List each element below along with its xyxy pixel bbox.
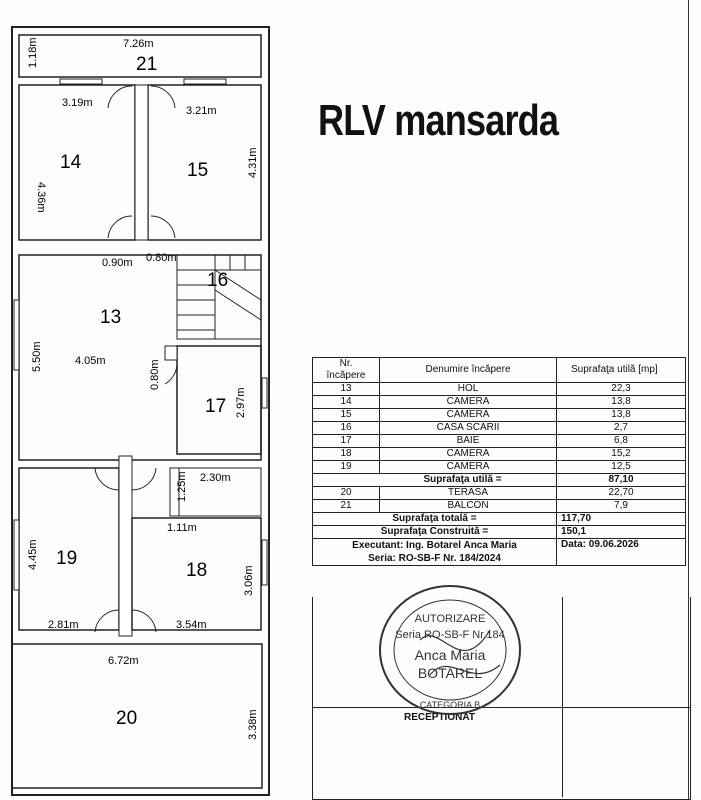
area-table: Nr.încăpere Denumire încăpere Suprafaţa … xyxy=(312,357,686,566)
dimension-label: 3.38m xyxy=(247,709,259,740)
table-row: Suprafaţa utilă = 87,10 xyxy=(312,473,686,487)
cell-area: 13,8 xyxy=(556,395,686,409)
util-value: 87,10 xyxy=(556,473,686,487)
cell-area: 6,8 xyxy=(556,434,686,448)
stamp-line: AUTORIZARE xyxy=(415,613,486,625)
dimension-label: 4.45m xyxy=(27,539,39,570)
cell-name: CAMERA xyxy=(379,460,557,474)
dimension-label: 4.05m xyxy=(75,355,106,367)
dimension-label: 3.19m xyxy=(62,97,93,109)
cell-area: 22,70 xyxy=(556,486,686,500)
dimension-label: 5.50m xyxy=(31,341,43,372)
dimension-label: 3.21m xyxy=(186,105,217,117)
dimension-label: 1.11m xyxy=(167,522,197,534)
cell-area: 7,9 xyxy=(556,499,686,513)
total-label: Suprafaţa totală = xyxy=(312,512,557,526)
cell-area: 13,8 xyxy=(556,408,686,422)
room-18-label: 18 xyxy=(186,560,207,581)
cell-nr: 18 xyxy=(312,447,380,461)
cell-area: 12,5 xyxy=(556,460,686,474)
cell-nr: 20 xyxy=(312,486,380,500)
cell-area: 2,7 xyxy=(556,421,686,435)
page-edge-line xyxy=(688,0,689,800)
cell-nr: 13 xyxy=(312,382,380,396)
dimension-label: 4.31m xyxy=(247,147,259,178)
header-nr: Nr.încăpere xyxy=(312,357,380,383)
dimension-label: 1.18m xyxy=(27,37,39,68)
cell-name: CASA SCARII xyxy=(379,421,557,435)
stamp-line: BOTAREL xyxy=(418,665,483,681)
construita-value: 150,1 xyxy=(556,525,686,539)
divider xyxy=(313,707,690,708)
dimension-label: 2.30m xyxy=(200,472,231,484)
cell-name: TERASA xyxy=(379,486,557,500)
dimension-label: 2.97m xyxy=(235,387,247,418)
room-15-label: 15 xyxy=(187,160,208,181)
cell-nr: 21 xyxy=(312,499,380,513)
page-title: RLV mansarda xyxy=(318,96,559,145)
stamp-line: Anca Maria xyxy=(415,647,486,663)
construita-label: Suprafaţa Construită = xyxy=(312,525,557,539)
receptionat-label: RECEPTIONAT xyxy=(404,712,475,723)
cell-area: 22,3 xyxy=(556,382,686,396)
room-13-label: 13 xyxy=(100,307,121,328)
cell-name: CAMERA xyxy=(379,408,557,422)
dimension-label: 0.90m xyxy=(102,257,133,269)
dimension-label: 2.81m xyxy=(48,619,79,631)
cell-nr: 16 xyxy=(312,421,380,435)
dimension-label: 3.54m xyxy=(176,619,207,631)
cell-area: 15,2 xyxy=(556,447,686,461)
cell-name: CAMERA xyxy=(379,395,557,409)
cell-nr: 14 xyxy=(312,395,380,409)
authorization-stamp: AUTORIZARE Seria RO-SB-F Nr.184 Anca Mar… xyxy=(379,585,521,715)
util-label: Suprafaţa utilă = xyxy=(312,473,557,487)
cell-name: BALCON xyxy=(379,499,557,513)
room-16-label: 16 xyxy=(207,270,228,291)
signature-scribble xyxy=(419,629,501,676)
header-denumire: Denumire încăpere xyxy=(379,357,557,383)
dimension-label: 0.80m xyxy=(149,359,161,390)
room-21-label: 21 xyxy=(136,54,157,75)
table-header-row: Nr.încăpere Denumire încăpere Suprafaţa … xyxy=(312,357,686,383)
cell-name: HOL xyxy=(379,382,557,396)
room-17-label: 17 xyxy=(205,396,226,417)
cell-nr: 15 xyxy=(312,408,380,422)
stamp-line: CATEGORIA B xyxy=(420,700,480,710)
dimension-label: 3.06m xyxy=(243,565,255,596)
dimension-label: 4.36m xyxy=(35,182,47,213)
cell-name: CAMERA xyxy=(379,447,557,461)
cell-name: BAIE xyxy=(379,434,557,448)
table-row: Suprafaţa Construită = 150,1 xyxy=(312,525,686,539)
header-suprafata: Suprafaţa utilă [mp] xyxy=(556,357,686,383)
dimension-label: 7.26m xyxy=(123,38,154,50)
total-value: 117,70 xyxy=(556,512,686,526)
table-row: Suprafaţa totală = 117,70 xyxy=(312,512,686,526)
cell-nr: 19 xyxy=(312,460,380,474)
divider xyxy=(562,597,563,797)
dimension-label: 6.72m xyxy=(108,655,139,667)
room-14-label: 14 xyxy=(60,152,82,173)
room-19-label: 19 xyxy=(56,548,77,569)
stamp-line: Seria RO-SB-F Nr.184 xyxy=(395,629,504,641)
room-20-label: 20 xyxy=(116,708,137,729)
cell-nr: 17 xyxy=(312,434,380,448)
dimension-label: 0.80m xyxy=(146,252,177,264)
date-cell: Data: 09.06.2026 xyxy=(556,538,686,566)
dimension-label: 1.25m xyxy=(176,471,188,502)
